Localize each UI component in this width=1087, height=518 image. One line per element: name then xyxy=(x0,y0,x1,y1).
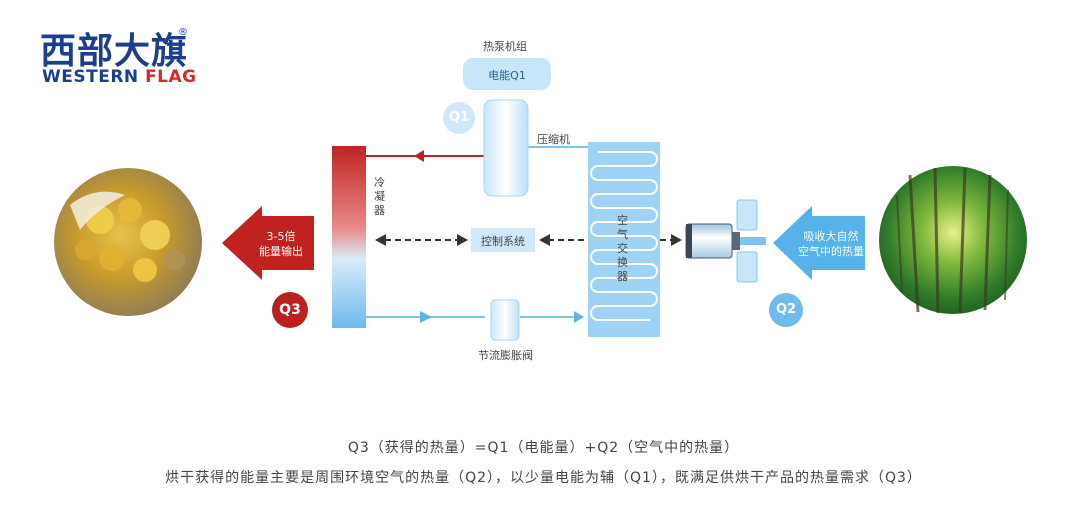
absorb-nature-label: 吸收大自然 xyxy=(803,230,859,243)
q3-badge-circle xyxy=(272,292,308,328)
registered-mark: ® xyxy=(178,27,188,38)
logo-english-part1: WESTERN xyxy=(42,67,146,87)
q3-badge-text: Q3 xyxy=(279,302,301,318)
q2-badge-circle xyxy=(769,293,803,327)
logo-chinese-text: 西部大旗 xyxy=(40,31,189,72)
logo-english-part2: FLAG xyxy=(145,67,197,87)
heat-pump-unit-label: 热泵机组 xyxy=(483,40,527,53)
dried-flowers-image xyxy=(54,168,202,316)
energy-formula: Q3（获得的热量）=Q1（电能量）+Q2（空气中的热量） xyxy=(347,440,740,456)
control-system-label: 控制系统 xyxy=(481,235,525,248)
forest-image xyxy=(879,166,1027,314)
air-heat-input-arrow xyxy=(773,206,865,280)
expansion-valve-label: 节流膨胀阀 xyxy=(478,349,533,362)
air-exchanger-body xyxy=(588,142,660,337)
control-system-box xyxy=(471,228,535,252)
compressor-body xyxy=(483,99,529,197)
compressor-label: 压缩机 xyxy=(537,133,570,146)
q1-badge-circle xyxy=(443,102,475,134)
condenser-bar xyxy=(332,146,366,328)
q1-badge-text: Q1 xyxy=(448,110,470,125)
energy-description: 烘干获得的能量主要是周围环境空气的热量（Q2），以少量电能为辅（Q1），既满足供… xyxy=(165,470,922,486)
fan-blades xyxy=(736,199,766,283)
energy-output-arrow xyxy=(222,206,314,280)
q2-badge-text: Q2 xyxy=(775,302,797,317)
electric-energy-label: 电能Q1 xyxy=(488,69,526,82)
energy-output-label: 能量输出 xyxy=(259,245,303,258)
expansion-valve-body xyxy=(490,299,520,341)
fan-motor xyxy=(685,223,740,259)
logo-english-text: WESTERN FLAG xyxy=(42,67,197,87)
air-exchanger-label: 空气交换器 xyxy=(617,214,628,283)
air-heat-label: 空气中的热量 xyxy=(798,245,864,258)
output-multiple-label: 3-5倍 xyxy=(266,230,296,243)
condenser-label: 冷凝器 xyxy=(374,176,385,217)
electric-energy-box xyxy=(463,58,551,90)
